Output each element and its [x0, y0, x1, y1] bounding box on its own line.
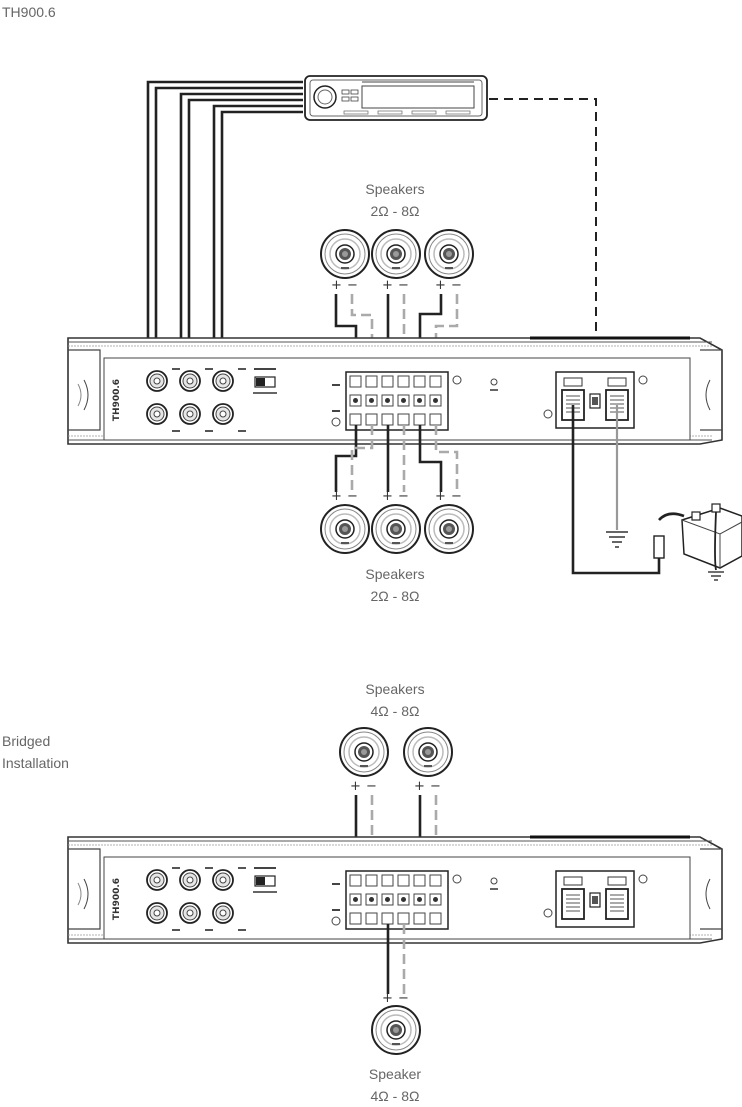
amplifier-top [68, 338, 722, 444]
svg-text:+: + [382, 991, 393, 1006]
svg-text:−: − [347, 489, 358, 504]
lower-speaker-wires [334, 425, 459, 492]
lower-speakers [320, 504, 474, 554]
lower-polarity-signs: +− +− +− [331, 489, 462, 504]
svg-text:+: + [331, 489, 342, 504]
upper-speakers [320, 229, 474, 279]
amplifier-bridged [68, 837, 722, 943]
rca-cables [146, 80, 303, 414]
svg-text:+: + [382, 489, 393, 504]
upper-speakers-label: Speakers [365, 181, 425, 197]
bridged-title-line1: Bridged [2, 733, 51, 749]
bridged-speakers-impedance: 4Ω - 8Ω [370, 703, 420, 719]
svg-text:+: + [435, 278, 446, 293]
bridged-mono-wires [386, 924, 406, 994]
svg-text:−: − [398, 278, 409, 293]
svg-text:+: + [350, 779, 361, 794]
remote-wire [489, 98, 597, 378]
bridged-speakers [339, 727, 453, 777]
svg-text:+: + [382, 278, 393, 293]
bridged-speaker-label: Speaker [368, 1066, 422, 1082]
battery [653, 503, 742, 581]
svg-text:+: + [331, 278, 342, 293]
svg-text:−: − [430, 779, 441, 794]
svg-text:+: + [414, 779, 425, 794]
svg-text:−: − [398, 489, 409, 504]
bridged-speakers-label: Speakers [365, 681, 425, 697]
lower-speakers-impedance: 2Ω - 8Ω [370, 588, 420, 604]
bridged-mono-polarity: +− [382, 991, 409, 1006]
svg-text:−: − [451, 278, 462, 293]
svg-text:−: − [347, 278, 358, 293]
head-unit [304, 75, 488, 121]
bridged-mono-speaker [371, 1005, 421, 1055]
model-title: TH900.6 [2, 4, 56, 20]
bridged-polarity-signs: +− +− [350, 779, 441, 794]
upper-polarity-signs: +− +− +− [331, 278, 462, 293]
bridged-title-line2: Installation [2, 755, 69, 771]
bridged-title: Bridged Installation [2, 730, 69, 774]
svg-text:+: + [435, 489, 446, 504]
svg-text:−: − [451, 489, 462, 504]
bridged-speaker-impedance: 4Ω - 8Ω [370, 1088, 420, 1104]
lower-speakers-label: Speakers [365, 566, 425, 582]
ground-symbol [606, 531, 628, 548]
svg-text:−: − [366, 779, 377, 794]
svg-text:−: − [398, 991, 409, 1006]
upper-speakers-impedance: 2Ω - 8Ω [370, 203, 420, 219]
